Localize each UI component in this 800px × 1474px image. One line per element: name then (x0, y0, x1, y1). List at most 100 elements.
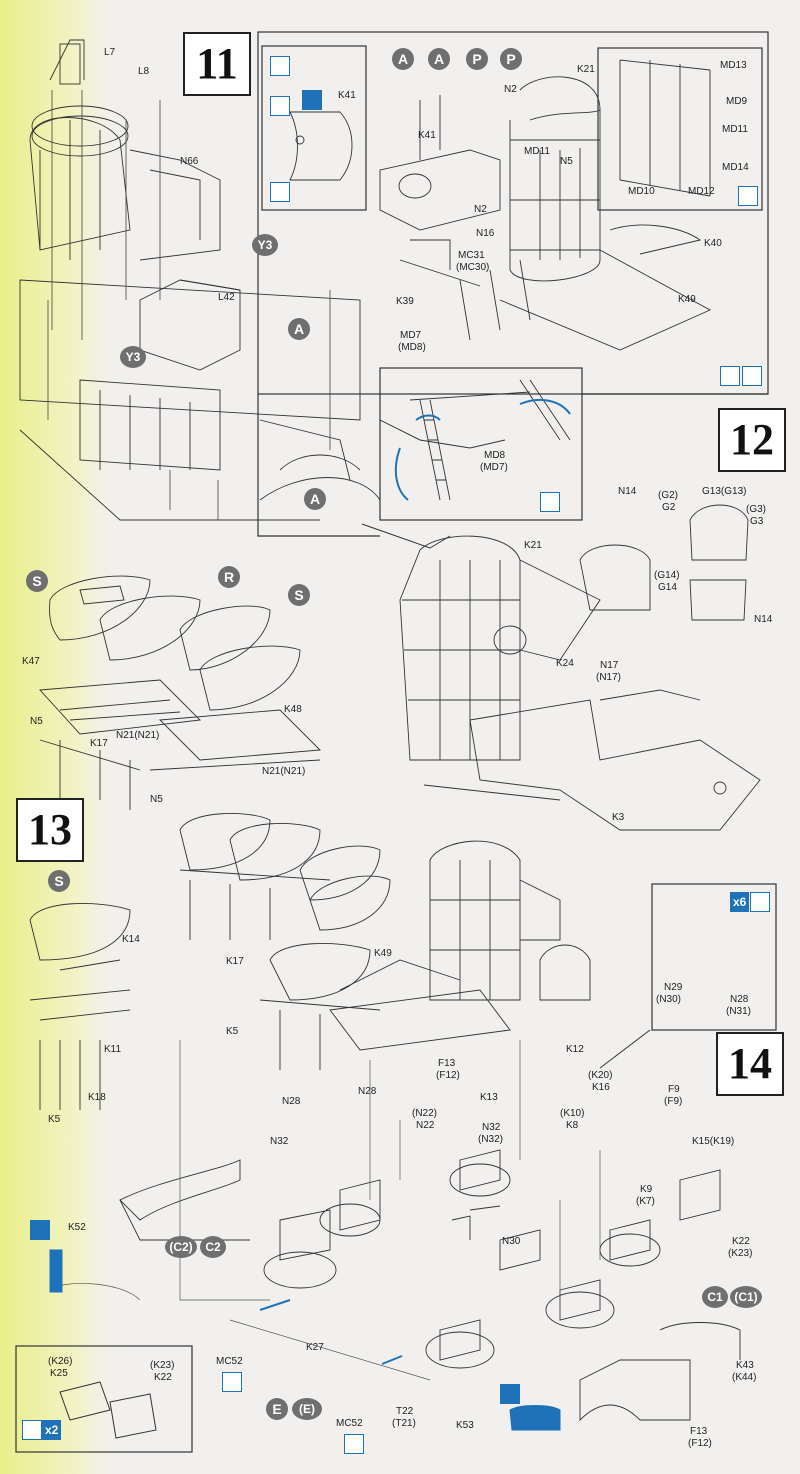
part-label: K17 (90, 738, 108, 749)
part-label: N17 (600, 660, 619, 671)
part-label: K25 (50, 1368, 68, 1379)
part-label: N28 (730, 994, 749, 1005)
part-label: L8 (138, 66, 150, 77)
part-label: N5 (30, 716, 43, 727)
part-label: K27 (306, 1342, 324, 1353)
part-label: F13 (690, 1426, 708, 1437)
step-number-13: 13 (16, 798, 84, 862)
part-label: N29 (664, 982, 683, 993)
part-label: MD7 (400, 330, 422, 341)
step-14-inset-frame (651, 883, 777, 1031)
part-label: K24 (556, 658, 574, 669)
icon-inset-frame (261, 45, 367, 211)
part-label: G3 (750, 516, 764, 527)
part-label: K3 (612, 812, 625, 823)
part-label: (N30) (656, 994, 682, 1005)
part-label: K39 (396, 296, 414, 307)
part-label: K9 (640, 1184, 653, 1195)
part-label: K48 (284, 704, 302, 715)
part-label: N28 (358, 1086, 377, 1097)
part-label: K47 (22, 656, 40, 667)
subassembly-c1-marker: C1 (702, 1286, 728, 1308)
part-label: MD10 (628, 186, 655, 197)
part-label: K41 (418, 130, 436, 141)
ladder-diagram (409, 379, 571, 501)
cement-icon (270, 96, 290, 116)
part-label: F9 (668, 1084, 680, 1095)
part-label: K49 (678, 294, 696, 305)
subassembly-e-marker: (E) (292, 1398, 322, 1420)
subassembly-a-marker: A (392, 48, 414, 70)
part-label: K8 (566, 1120, 579, 1131)
part-label: (K26) (48, 1356, 73, 1367)
part-label: (N32) (478, 1134, 504, 1145)
part-label: N21(N21) (116, 730, 160, 741)
part-label: K14 (122, 934, 140, 945)
subassembly-p-marker: P (500, 48, 522, 70)
part-label: N32 (270, 1136, 289, 1147)
step-13-boats (29, 813, 391, 1110)
part-label: (N17) (596, 672, 622, 683)
part-label: K52 (68, 1222, 86, 1233)
subassembly-p-marker: P (466, 48, 488, 70)
quantity-x6-badge: x6 (730, 892, 750, 912)
part-label: MC31 (458, 250, 485, 261)
subassembly-y3-marker: Y3 (120, 346, 146, 368)
part-label: K49 (374, 948, 392, 959)
glue-drop-icon (738, 186, 758, 206)
part-label: (MD7) (480, 462, 508, 473)
part-label: T22 (396, 1406, 414, 1417)
direction-up-icon (540, 492, 560, 512)
part-label: MD11 (722, 124, 748, 135)
part-label: K5 (48, 1114, 61, 1125)
paint-brush-icon (742, 366, 762, 386)
part-label: G14 (658, 582, 677, 593)
subassembly-s-marker: S (288, 584, 310, 606)
part-label: MD14 (722, 162, 749, 173)
part-label: K41 (338, 90, 356, 101)
cement-icon (270, 182, 290, 202)
part-label: L7 (104, 47, 116, 58)
ladder-inset-frame (379, 367, 583, 521)
step-number-12: 12 (718, 408, 786, 472)
part-label: N14 (754, 614, 773, 625)
part-label: N22 (416, 1120, 435, 1131)
part-label: (MD8) (398, 342, 426, 353)
step-number-11: 11 (183, 32, 251, 96)
part-label: (K7) (636, 1196, 655, 1207)
k25-inset-frame (15, 1345, 193, 1453)
part-label: (K44) (732, 1372, 757, 1383)
part-label: MD11 (524, 146, 550, 157)
part-label: K15(K19) (692, 1136, 735, 1147)
part-label: K22 (154, 1372, 172, 1383)
part-label: MD13 (720, 60, 747, 71)
part-label: N5 (150, 794, 163, 805)
part-label: (G3) (746, 504, 766, 515)
part-label: K12 (566, 1044, 584, 1055)
subassembly-s-marker: S (48, 870, 70, 892)
subassembly-a-marker: A (304, 488, 326, 510)
part-label: K16 (592, 1082, 610, 1093)
crane-assembly (289, 59, 712, 351)
part-label: N21(N21) (262, 766, 306, 777)
part-label: (K23) (728, 1248, 753, 1259)
part-label: (MC30) (456, 262, 490, 273)
part-label: (N31) (726, 1006, 752, 1017)
part-label: N66 (180, 156, 199, 167)
part-label: G13(G13) (702, 486, 747, 497)
part-label: K5 (226, 1026, 239, 1037)
subassembly-s-marker: S (26, 570, 48, 592)
part-label: K21 (524, 540, 542, 551)
paint-brush-icon (22, 1420, 42, 1440)
part-label: K53 (456, 1420, 474, 1431)
part-label: K21 (577, 64, 595, 75)
part-label: K18 (88, 1092, 106, 1103)
glue-drop-icon (344, 1434, 364, 1454)
subassembly-r-marker: R (218, 566, 240, 588)
photo-etch-icon (500, 1384, 520, 1404)
part-label: K22 (732, 1236, 750, 1247)
part-label: MC52 (336, 1418, 363, 1429)
